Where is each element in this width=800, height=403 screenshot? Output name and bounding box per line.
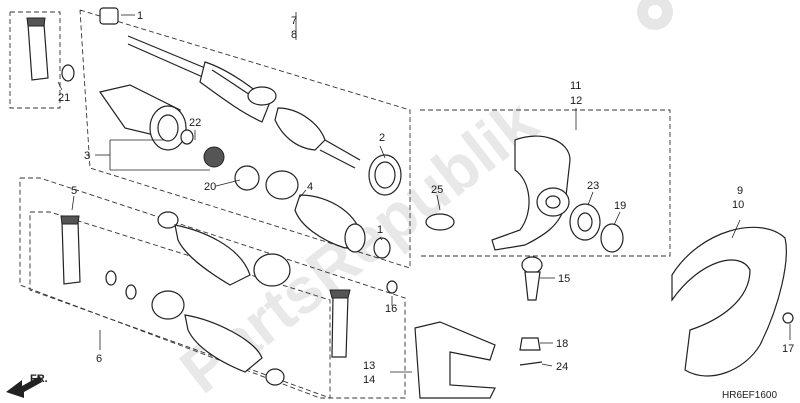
disc-shield <box>671 226 794 377</box>
callout-7: 7 <box>291 15 297 27</box>
callout-17: 17 <box>782 343 794 355</box>
bracket-lower <box>386 280 543 399</box>
callout-6: 6 <box>96 353 102 365</box>
callout-4: 4 <box>307 181 313 193</box>
callout-12: 12 <box>570 95 582 107</box>
callout-15: 15 <box>558 273 570 285</box>
callout-9: 9 <box>737 185 743 197</box>
direction-label: FR. <box>30 373 48 385</box>
callout-labels: 1 1 2 3 4 5 6 7 8 9 10 11 12 13 14 15 16… <box>58 10 794 386</box>
callout-1a: 1 <box>137 10 143 22</box>
callout-13: 13 <box>363 360 375 372</box>
callout-14: 14 <box>363 374 375 386</box>
group-boxes <box>9 9 671 399</box>
callout-11: 11 <box>570 80 581 92</box>
callout-19: 19 <box>614 200 626 212</box>
front-direction-arrow-icon: FR. <box>6 373 48 398</box>
callout-20: 20 <box>204 181 216 193</box>
cv-joint-inner <box>99 84 260 191</box>
callout-16: 16 <box>385 303 397 315</box>
boot-assembly-middle <box>157 170 391 287</box>
callout-1b: 1 <box>377 224 383 236</box>
boot-assembly-lower <box>60 215 351 386</box>
watermark-gear-icon <box>637 0 673 30</box>
knuckle-assembly <box>425 135 624 301</box>
callout-25: 25 <box>431 184 443 196</box>
leader-lines <box>57 12 791 373</box>
callout-21: 21 <box>58 92 70 104</box>
callout-10: 10 <box>732 199 744 211</box>
grease-tube-upper <box>26 17 75 82</box>
callout-3: 3 <box>84 150 90 162</box>
callout-24: 24 <box>556 361 568 373</box>
callout-2: 2 <box>379 132 385 144</box>
callout-23: 23 <box>587 180 599 192</box>
callout-18: 18 <box>556 338 568 350</box>
callout-5: 5 <box>71 185 77 197</box>
callout-8: 8 <box>291 29 297 41</box>
drawing-code: HR6EF1600 <box>722 390 777 401</box>
callout-22: 22 <box>189 117 201 129</box>
driveshaft-upper <box>99 7 402 196</box>
